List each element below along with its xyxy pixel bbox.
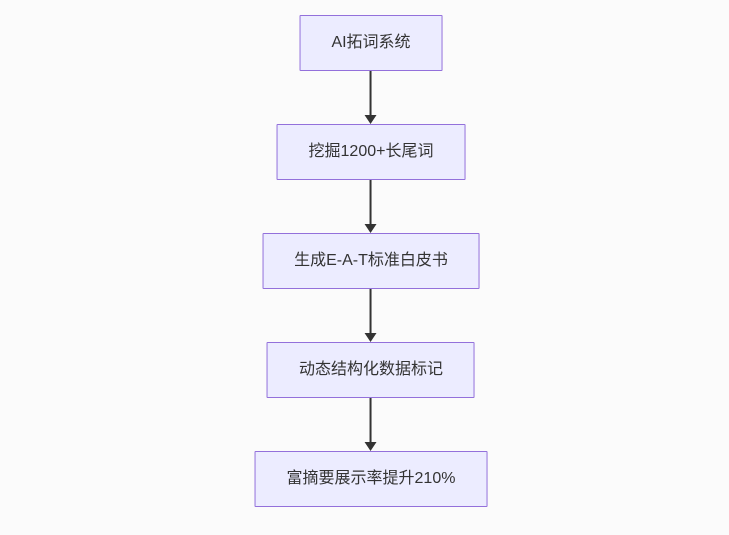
edge-line xyxy=(370,398,372,443)
edge-line xyxy=(370,289,372,334)
flow-edge-4 xyxy=(365,398,377,451)
arrow-down-icon xyxy=(365,442,377,451)
arrow-down-icon xyxy=(365,333,377,342)
flow-node-label: 富摘要展示率提升210% xyxy=(286,470,456,487)
flow-node-eat-whitepaper: 生成E-A-T标准白皮书 xyxy=(262,233,480,289)
flow-node-rich-snippet-result: 富摘要展示率提升210% xyxy=(254,451,488,507)
edge-line xyxy=(370,71,372,116)
flow-edge-1 xyxy=(365,71,377,124)
arrow-down-icon xyxy=(365,224,377,233)
flowchart: AI拓词系统 挖掘1200+长尾词 生成E-A-T标准白皮书 动态结构化数据标记 xyxy=(254,15,488,507)
flow-node-ai-expansion: AI拓词系统 xyxy=(299,15,443,71)
flow-node-label: 动态结构化数据标记 xyxy=(298,361,443,378)
flow-node-label: AI拓词系统 xyxy=(331,34,411,51)
flow-node-label: 生成E-A-T标准白皮书 xyxy=(294,252,448,269)
flow-node-longtail-mining: 挖掘1200+长尾词 xyxy=(276,124,466,180)
flow-edge-2 xyxy=(365,180,377,233)
flow-edge-3 xyxy=(365,289,377,342)
flow-node-structured-data: 动态结构化数据标记 xyxy=(266,342,475,398)
flow-node-label: 挖掘1200+长尾词 xyxy=(308,143,434,160)
arrow-down-icon xyxy=(365,115,377,124)
edge-line xyxy=(370,180,372,225)
